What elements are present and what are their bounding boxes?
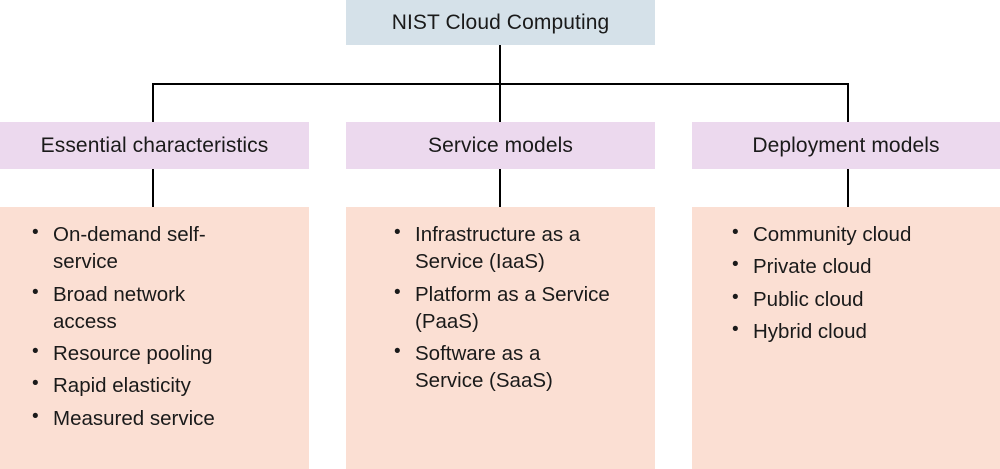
list-item: On-demand self-service	[28, 220, 243, 276]
list-item: Platform as a Service (PaaS)	[390, 280, 610, 336]
list-box-deployment-models: Community cloud Private cloud Public clo…	[692, 207, 1000, 469]
list-item: Infrastructure as a Service (IaaS)	[390, 220, 610, 276]
category-label-essential-characteristics: Essential characteristics	[40, 133, 269, 157]
root-node-nist-cloud-computing: NIST Cloud Computing	[346, 0, 655, 45]
root-node-label: NIST Cloud Computing	[391, 10, 610, 34]
list-item: Broad network access	[28, 280, 243, 336]
connector-category-to-list-3	[847, 169, 849, 207]
connector-category-to-list-2	[499, 169, 501, 207]
list-item: Software as a Service (SaaS)	[390, 339, 610, 395]
list-box-service-models: Infrastructure as a Service (IaaS) Platf…	[346, 207, 655, 469]
list-service-models: Infrastructure as a Service (IaaS) Platf…	[390, 220, 610, 395]
list-essential-characteristics: On-demand self-service Broad network acc…	[28, 220, 243, 432]
connector-drop-branch-2	[499, 83, 501, 122]
list-deployment-models: Community cloud Private cloud Public clo…	[728, 220, 988, 345]
category-label-deployment-models: Deployment models	[752, 133, 940, 157]
list-box-essential-characteristics: On-demand self-service Broad network acc…	[0, 207, 309, 469]
category-box-service-models: Service models	[346, 122, 655, 169]
list-item: Rapid elasticity	[28, 371, 243, 399]
category-label-service-models: Service models	[428, 133, 573, 157]
list-item: Private cloud	[728, 252, 988, 280]
list-item: Measured service	[28, 403, 243, 432]
connector-root-stem	[499, 45, 501, 84]
list-item: Public cloud	[728, 284, 988, 313]
list-item: Community cloud	[728, 220, 988, 248]
category-box-deployment-models: Deployment models	[692, 122, 1000, 169]
connector-drop-branch-3	[847, 83, 849, 122]
list-item: Hybrid cloud	[728, 317, 988, 345]
connector-drop-branch-1	[152, 83, 154, 122]
connector-category-to-list-1	[152, 169, 154, 207]
category-box-essential-characteristics: Essential characteristics	[0, 122, 309, 169]
list-item: Resource pooling	[28, 339, 243, 367]
